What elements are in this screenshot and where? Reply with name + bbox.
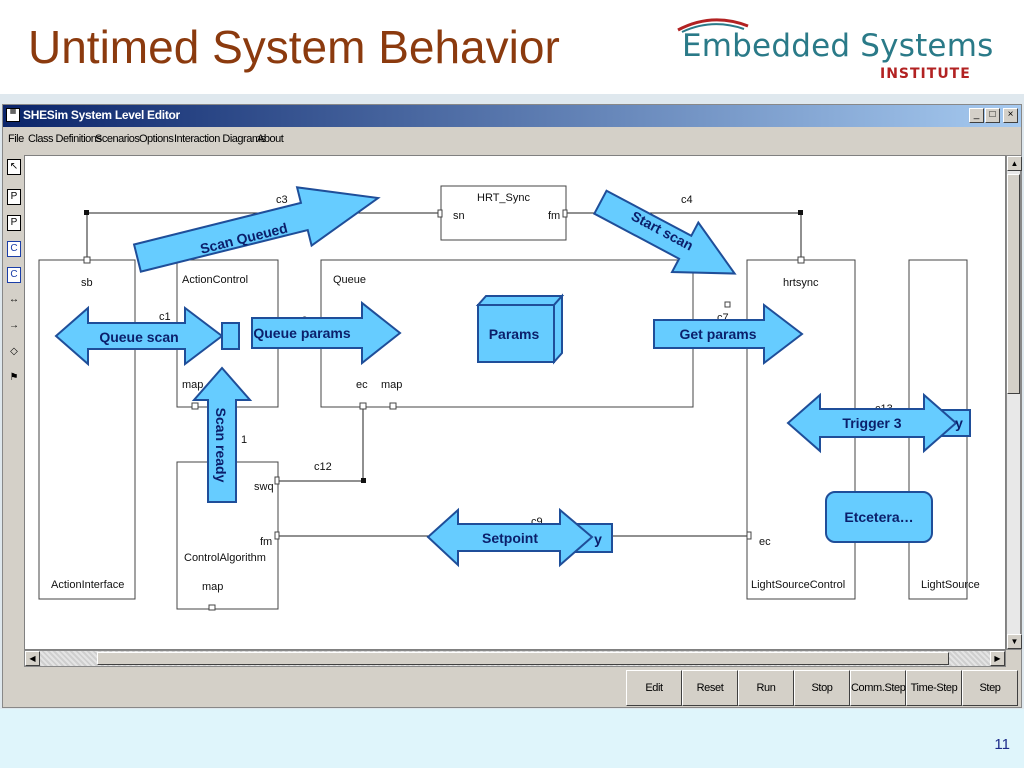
vertical-scrollbar[interactable]: ▲ ▼	[1006, 155, 1022, 650]
label-c13: c13	[875, 403, 893, 415]
class-tool[interactable]: C	[7, 241, 21, 257]
port-hrtsync[interactable]	[797, 256, 805, 264]
port-map[interactable]	[191, 402, 199, 410]
label-hrt-sync: HRT_Sync	[477, 192, 530, 204]
channel-junction	[84, 210, 89, 215]
slide-title: Untimed System Behavior	[28, 21, 560, 73]
label-light-source-control: LightSourceControl	[751, 579, 845, 591]
vertical-scroll-thumb[interactable]	[1007, 174, 1020, 394]
app-icon: ▦	[6, 108, 20, 122]
menu-about[interactable]: About	[257, 133, 284, 145]
port-c7[interactable]	[724, 301, 731, 308]
label-action-interface: ActionInterface	[51, 579, 124, 591]
port-map[interactable]	[389, 402, 397, 410]
menu-interaction-diagrams[interactable]: Interaction Diagrams	[174, 133, 266, 145]
diagram-canvas[interactable]: ActionInterface ActionControl Queue Cont…	[24, 155, 1006, 650]
menu-file[interactable]: File	[8, 133, 24, 145]
label-c1: c1	[159, 311, 171, 323]
port-fm[interactable]	[562, 209, 568, 218]
label-light-source: LightSource	[921, 579, 980, 591]
label-channel-1: 1	[241, 434, 247, 446]
label-port-sb: sb	[81, 277, 93, 289]
stop-button[interactable]: Stop	[794, 670, 850, 706]
label-port-fm: fm	[548, 210, 560, 222]
label-port-ec: ec	[759, 536, 771, 548]
port-swq[interactable]	[274, 476, 280, 485]
process-class-tool[interactable]: P	[7, 215, 21, 231]
port-ec[interactable]	[359, 402, 367, 410]
label-action-control: ActionControl	[182, 274, 248, 286]
port-sn[interactable]	[437, 209, 443, 218]
label-queue: Queue	[333, 274, 366, 286]
port-fm[interactable]	[274, 531, 280, 540]
logo-subtext: INSTITUTE	[880, 66, 971, 82]
process-light-source[interactable]	[908, 259, 968, 600]
label-c2: c2	[296, 315, 308, 327]
label-c3: c3	[276, 194, 288, 206]
flag-tool[interactable]: ⚑	[9, 372, 19, 383]
close-button[interactable]: ×	[1003, 108, 1018, 123]
process-hrt-sync[interactable]	[440, 185, 567, 241]
scroll-right-icon[interactable]: ▶	[990, 651, 1005, 666]
comm-step-button[interactable]: Comm.Step	[850, 670, 906, 706]
step-button[interactable]: Step	[962, 670, 1018, 706]
maximize-button[interactable]: □	[985, 108, 1000, 123]
label-c12: c12	[314, 461, 332, 473]
diagram-svg: ActionInterface ActionControl Queue Cont…	[38, 185, 980, 611]
channel-junction	[361, 478, 366, 483]
label-port-map: map	[381, 379, 402, 391]
horizontal-scrollbar[interactable]: ◀ ▶	[24, 650, 1006, 667]
edit-button[interactable]: Edit	[626, 670, 682, 706]
scroll-left-icon[interactable]: ◀	[25, 651, 40, 666]
window-title: SHESim System Level Editor	[23, 108, 180, 122]
logo-text: Embedded Systems	[682, 28, 994, 64]
horizontal-scroll-thumb[interactable]	[97, 652, 949, 665]
label-c4: c4	[681, 194, 693, 206]
logo-swoosh-icon	[677, 18, 749, 33]
port-sb[interactable]	[83, 256, 91, 264]
menu-bar: File Class Definitions Scenarios Options…	[3, 130, 1021, 150]
class-instance-tool[interactable]: C	[7, 267, 21, 283]
process-light-source-control[interactable]	[746, 259, 856, 600]
menu-scenarios[interactable]: Scenarios	[95, 133, 140, 145]
label-control-algorithm: ControlAlgorithm	[184, 552, 266, 564]
pointer-tool[interactable]: ↖	[7, 159, 21, 175]
label-c7: c7	[717, 312, 729, 324]
port-map[interactable]	[208, 604, 216, 611]
window-title-bar[interactable]: ▦ SHESim System Level Editor _ □ ×	[3, 105, 1021, 127]
label-port-map: map	[202, 581, 223, 593]
slide-footer	[0, 709, 1024, 768]
embedded-systems-logo: Embedded Systems INSTITUTE	[668, 12, 1008, 88]
reset-button[interactable]: Reset	[682, 670, 738, 706]
process-tool[interactable]: P	[7, 189, 21, 205]
eraser-tool[interactable]: ◇	[10, 346, 18, 357]
label-port-swq: swq	[254, 481, 274, 493]
process-action-interface[interactable]	[38, 259, 136, 600]
toolbox: ↖ P P C C ↔ → ◇ ⚑	[4, 155, 24, 445]
label-port-hrtsync: hrtsync	[783, 277, 819, 289]
run-button[interactable]: Run	[738, 670, 794, 706]
menu-options[interactable]: Options	[139, 133, 174, 145]
label-port-map: map	[182, 379, 203, 391]
label-port-ec: ec	[356, 379, 368, 391]
label-port-fm: fm	[260, 536, 272, 548]
time-step-button[interactable]: Time-Step	[906, 670, 962, 706]
menu-class-definitions[interactable]: Class Definitions	[28, 133, 102, 145]
label-c9: c9	[531, 516, 543, 528]
scroll-down-icon[interactable]: ▼	[1007, 634, 1022, 649]
channel-tool[interactable]: ↔	[9, 294, 19, 305]
process-queue[interactable]	[320, 259, 694, 408]
port-tool[interactable]: →	[9, 320, 19, 331]
channel-junction	[798, 210, 803, 215]
port-ec[interactable]	[746, 531, 752, 540]
label-port-sn: sn	[453, 210, 465, 222]
scroll-up-icon[interactable]: ▲	[1007, 156, 1022, 171]
page-number: 11	[994, 736, 1010, 753]
minimize-button[interactable]: _	[969, 108, 984, 123]
